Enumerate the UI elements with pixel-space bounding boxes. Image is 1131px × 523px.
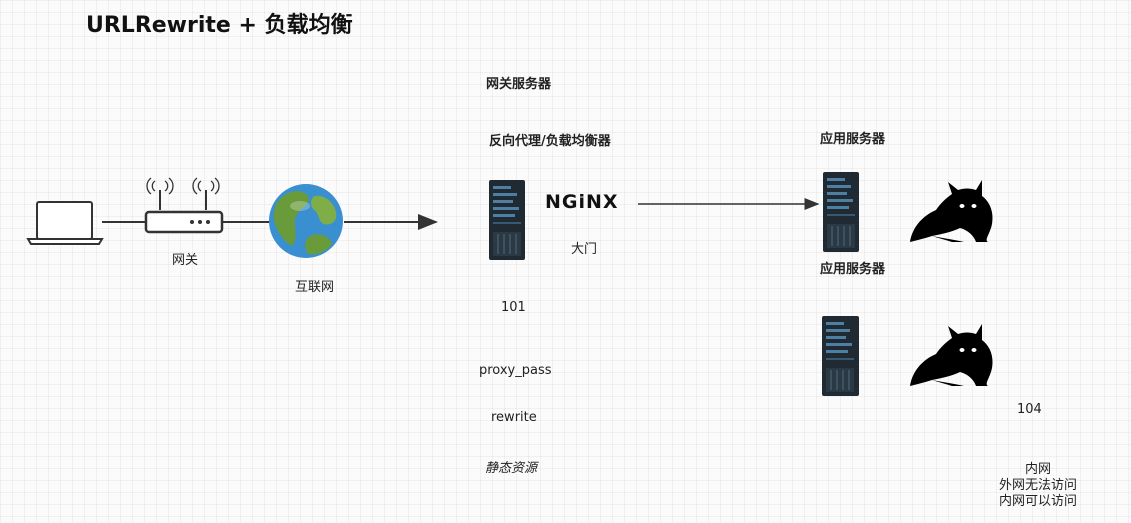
gateway-server-label: 网关服务器	[486, 77, 552, 92]
router-icon	[144, 177, 224, 234]
ip-104-label: 104	[1017, 402, 1042, 417]
intranet-note-line-1: 内网	[1024, 462, 1051, 477]
door-label: 大门	[571, 242, 598, 257]
diagram-title: URLRewrite + 负载均衡	[86, 13, 353, 38]
laptop-icon	[26, 201, 104, 245]
server-icon	[823, 172, 859, 252]
static-resources-label: 静态资源	[485, 461, 538, 476]
app-server-label-1: 应用服务器	[820, 132, 886, 147]
proxy-pass-label: proxy_pass	[479, 363, 552, 378]
intranet-note: 内网 外网无法访问 内网可以访问	[990, 462, 1086, 510]
ip-101-label: 101	[501, 300, 526, 315]
reverse-proxy-label: 反向代理/负载均衡器	[489, 134, 611, 149]
internet-label: 互联网	[295, 280, 335, 295]
server-icon	[822, 316, 859, 396]
rewrite-label: rewrite	[491, 410, 537, 425]
server-icon	[489, 180, 525, 260]
tomcat-cat-icon	[910, 324, 993, 386]
tomcat-cat-icon	[910, 180, 993, 242]
app-server-label-2: 应用服务器	[820, 262, 886, 277]
intranet-note-line-3: 内网可以访问	[998, 494, 1077, 509]
nginx-logo: NGiNX	[545, 191, 619, 213]
globe-icon	[269, 184, 343, 258]
gateway-label: 网关	[172, 253, 199, 268]
intranet-note-line-2: 外网无法访问	[998, 478, 1077, 493]
